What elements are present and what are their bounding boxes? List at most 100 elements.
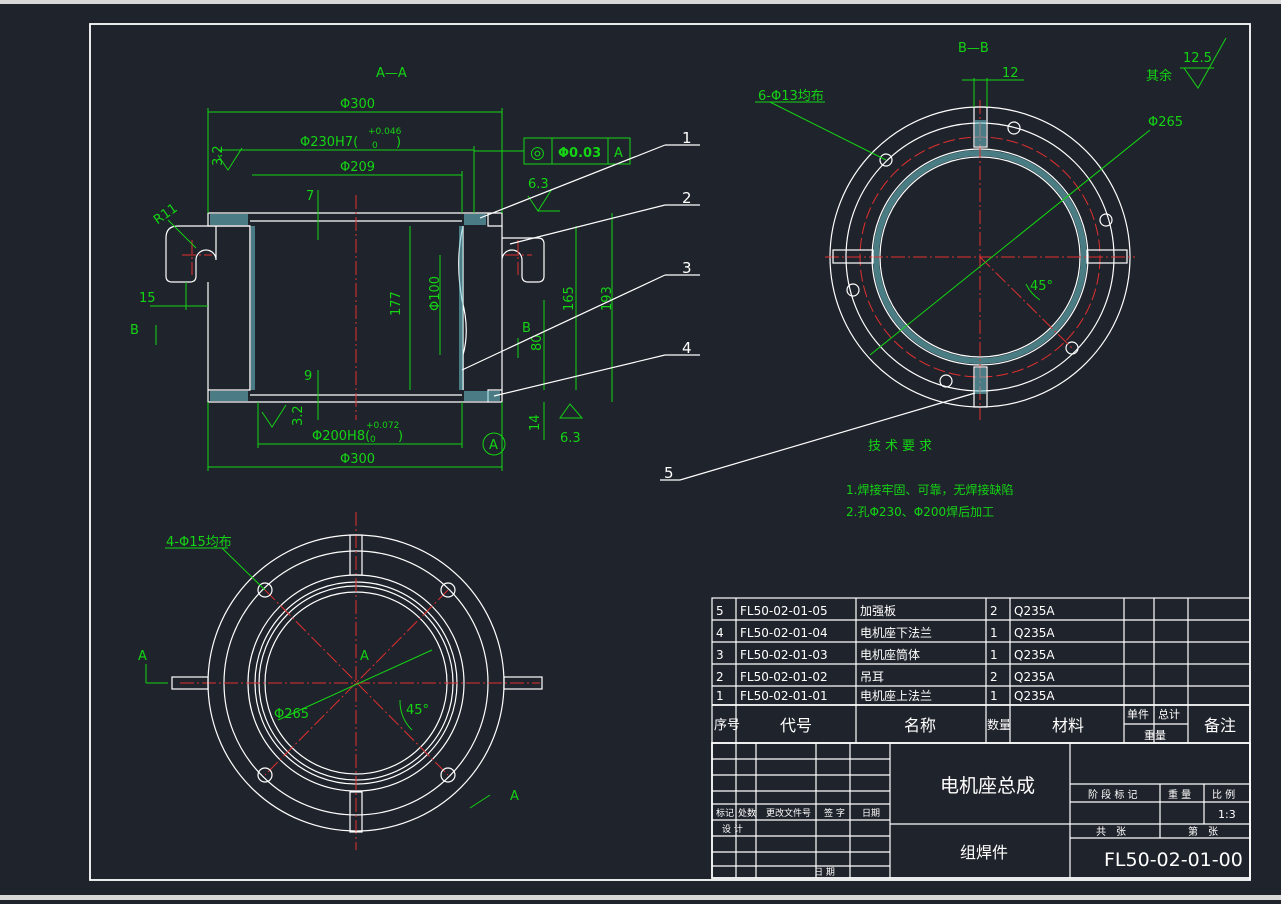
bom-row-5-material: Q235A <box>1014 604 1055 618</box>
bom-row-2-material: Q235A <box>1014 670 1055 684</box>
section-a-a-label: A—A <box>376 66 407 81</box>
stage-mark-label: 阶 段 标 记 <box>1088 788 1138 801</box>
dim-h177: 177 <box>389 291 404 316</box>
bom-header-name: 名称 <box>904 716 936 735</box>
dim-r11: R11 <box>151 201 181 228</box>
dim-t9: 9 <box>304 369 312 384</box>
balloon-2: 2 <box>682 189 692 207</box>
dim-h165: 165 <box>562 286 577 311</box>
rev-label-date: 日期 <box>862 808 880 819</box>
tech-req-item-1: 1.焊接牢固、可靠，无焊接缺陷 <box>846 482 1013 497</box>
view-a-right-label: A <box>510 789 519 804</box>
view-a-left-label: A <box>138 649 147 664</box>
balloon-4: 4 <box>682 339 692 357</box>
drawing-subtitle: 组焊件 <box>960 843 1008 862</box>
tech-req-title: 技术要求 <box>868 439 936 454</box>
tech-req-item-2: 2.孔Φ230、Φ200焊后加工 <box>846 504 994 519</box>
bom-row-2-name: 吊耳 <box>860 670 884 684</box>
svg-text:): ) <box>396 135 401 150</box>
roughness-bore-bottom: 6.3 <box>560 431 581 446</box>
rev-label-sign: 签 字 <box>824 807 845 819</box>
dim-d209: Φ209 <box>340 160 375 175</box>
design-label: 设 计 <box>722 823 743 835</box>
bom-row-5-no: 5 <box>716 604 724 618</box>
drawing-title: 电机座总成 <box>940 775 1035 797</box>
bom-row-3-code: FL50-02-01-03 <box>740 648 828 662</box>
bom-row-1-no: 1 <box>716 689 724 703</box>
bom-row-4-no: 4 <box>716 626 724 640</box>
bom-table: 5 FL50-02-01-05 加强板 2 Q235A 4 FL50-02-01… <box>711 597 1251 744</box>
window-bottom-strip <box>0 895 1281 900</box>
bom-row-4-material: Q235A <box>1014 626 1055 640</box>
bom-row-2-qty: 2 <box>990 670 998 684</box>
dim-h80: 80 <box>530 334 545 351</box>
bom-header-no: 序号 <box>714 718 740 733</box>
bom-row-1-material: Q235A <box>1014 689 1055 703</box>
dim-d200-tol-lower: 0 <box>370 435 376 445</box>
view-a-center-label: A <box>360 649 369 664</box>
dim-w12: 12 <box>1002 66 1019 81</box>
tech-requirements: 技术要求 1.焊接牢固、可靠，无焊接缺陷 2.孔Φ230、Φ200焊后加工 <box>846 439 1013 519</box>
bom-row-2: 2 FL50-02-01-02 吊耳 2 Q235A <box>716 670 1055 684</box>
bom-header-unit: 单件 <box>1127 708 1149 721</box>
section-a-a-view: A—A Φ300 Φ230H7( +0.046 0 ) <box>130 66 700 471</box>
dim-h14: 14 <box>528 414 543 431</box>
bom-row-4: 4 FL50-02-01-04 电机座下法兰 1 Q235A <box>716 625 1055 640</box>
bom-header-code: 代号 <box>780 716 812 735</box>
dim-d230-tol-upper: +0.046 <box>368 127 402 137</box>
bom-row-4-qty: 1 <box>990 626 998 640</box>
bom-row-4-code: FL50-02-01-04 <box>740 626 828 640</box>
bom-row-1-code: FL50-02-01-01 <box>740 689 828 703</box>
balloon-3: 3 <box>682 259 692 277</box>
dim-d200-tol-upper: +0.072 <box>366 421 399 431</box>
bom-header-row: 序号 代号 名称 数量 材料 单件 总计 重量 备注 <box>714 707 1236 742</box>
rev-label-count: 处数 <box>738 807 756 819</box>
dim-h193: 193 <box>600 286 615 311</box>
drawing-number: FL50-02-01-00 <box>1104 849 1243 871</box>
rev-label-change-doc: 更改文件号 <box>766 807 811 819</box>
section-b-b-view: B—B Φ265 6-Φ13均布 12 45° <box>660 37 1227 482</box>
scale-value: 1:3 <box>1218 808 1236 821</box>
bom-row-1: 1 FL50-02-01-01 电机座上法兰 1 Q235A <box>716 688 1055 703</box>
datum-a-marker: A <box>489 438 498 453</box>
dim-w15: 15 <box>139 291 156 306</box>
roughness-other-value: 12.5 <box>1183 51 1212 66</box>
svg-text:): ) <box>398 429 403 444</box>
dim-d300-bottom: Φ300 <box>340 452 375 467</box>
view-a: 4-Φ15均布 Φ265 45° A A A <box>138 512 543 850</box>
bom-row-5-name: 加强板 <box>860 604 896 618</box>
gtol-value: Φ0.03 <box>558 146 601 161</box>
view-b-left-label: B <box>130 323 139 338</box>
bom-row-5-code: FL50-02-01-05 <box>740 604 828 618</box>
rev-label-mark: 标记 <box>716 807 734 819</box>
title-block: 标记 处数 更改文件号 签 字 日期 设 计 日 期 电机座总成 组焊件 阶 段… <box>711 742 1251 879</box>
roughness-bore-top: 6.3 <box>528 177 549 192</box>
bom-row-3-material: Q235A <box>1014 648 1055 662</box>
dim-t7: 7 <box>306 189 314 204</box>
bom-header-total: 总计 <box>1158 707 1180 721</box>
bom-row-5: 5 FL50-02-01-05 加强板 2 Q235A <box>716 604 1055 618</box>
gtol-datum: A <box>614 146 623 161</box>
view-b-right-label: B <box>522 321 531 336</box>
date-label: 日 期 <box>814 867 835 878</box>
dim-d265-bottom: Φ265 <box>274 707 309 722</box>
gtol-symbol: ◎ <box>530 143 545 163</box>
bom-row-1-qty: 1 <box>990 689 998 703</box>
bom-header-qty: 数量 <box>987 717 1011 732</box>
sheet-no: 第 张 <box>1188 825 1218 838</box>
dim-d265-top: Φ265 <box>1148 115 1183 130</box>
roughness-top-face: 3.2 <box>211 145 226 166</box>
angle-top: 45° <box>1030 279 1053 294</box>
bom-header-remarks: 备注 <box>1204 716 1236 735</box>
bom-row-1-name: 电机座上法兰 <box>860 688 932 703</box>
dim-d230-tol-lower: 0 <box>372 141 378 151</box>
bom-row-2-code: FL50-02-01-02 <box>740 670 828 684</box>
window-top-strip <box>0 0 1281 4</box>
bom-row-2-no: 2 <box>716 670 724 684</box>
sheets-total: 共 张 <box>1096 826 1126 838</box>
bom-row-4-name: 电机座下法兰 <box>860 625 932 640</box>
scale-label: 比 例 <box>1212 788 1235 801</box>
weight-label: 重 量 <box>1168 788 1191 801</box>
